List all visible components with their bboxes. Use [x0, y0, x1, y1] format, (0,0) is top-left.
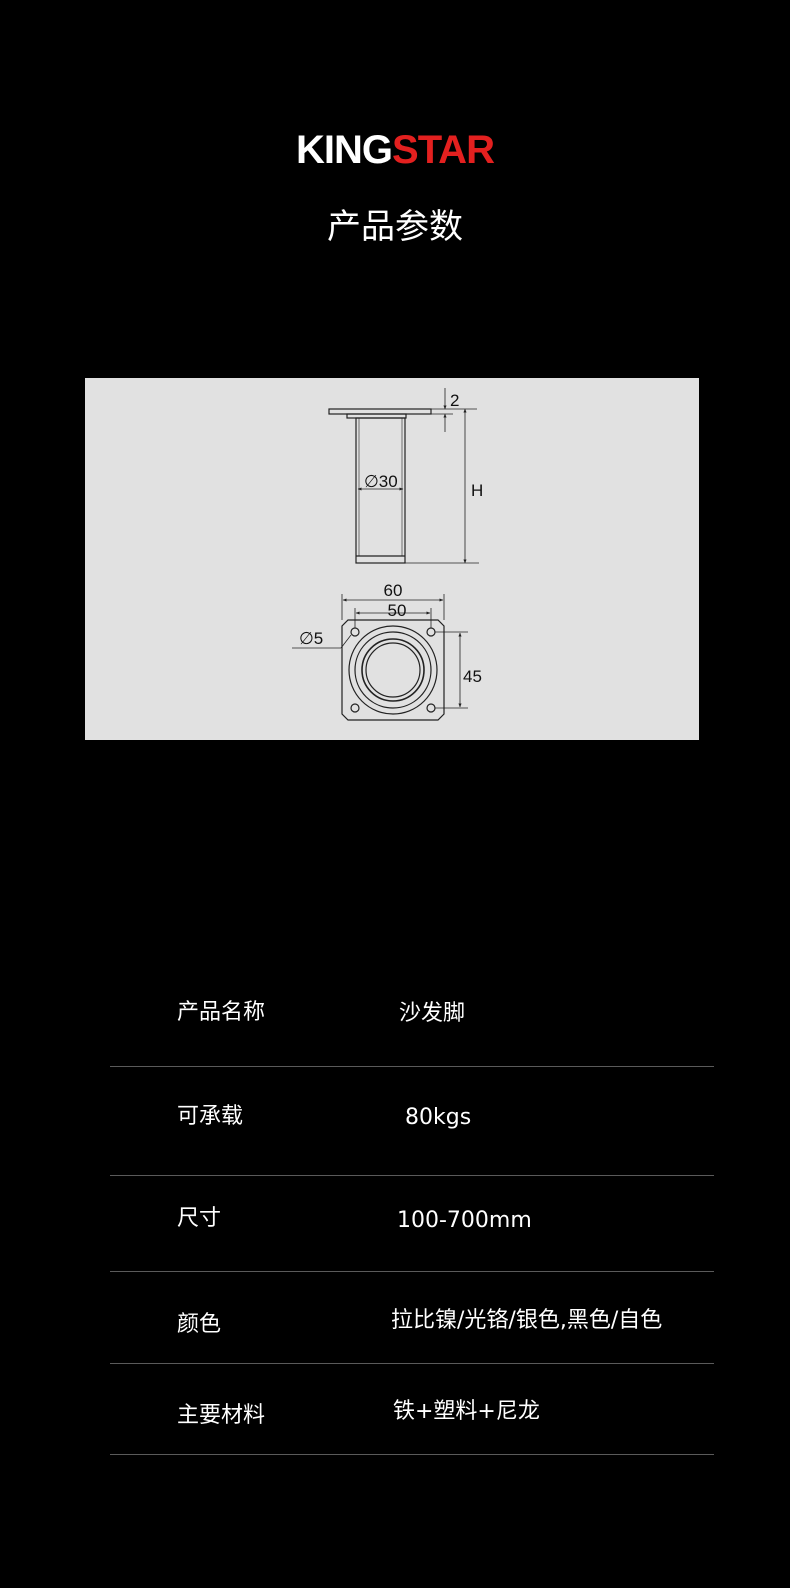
spec-value: 80kgs — [405, 1105, 472, 1130]
label-hole-spacing: 50 — [388, 601, 407, 620]
plan-view-hole — [426, 627, 436, 637]
spec-label: 主要材料 — [177, 1403, 266, 1428]
side-view-top-plate — [328, 408, 432, 415]
spec-row-product-name: 产品名称 沙发脚 — [110, 965, 714, 1067]
label-hole-diameter: ∅5 — [299, 629, 323, 648]
plan-view-outer-ring — [348, 625, 438, 715]
plan-view-hole — [350, 703, 360, 713]
spec-row-main-material: 主要材料 铁+塑料+尼龙 — [110, 1364, 714, 1455]
label-tube-diameter: ∅30 — [364, 472, 398, 491]
spec-label: 尺寸 — [177, 1206, 222, 1231]
label-hole-spacing-vertical: 45 — [463, 667, 482, 686]
spec-row-color: 颜色 拉比镍/光铬/银色,黑色/自色 — [110, 1272, 714, 1364]
brand-logo-part-star: STAR — [392, 128, 495, 172]
page-title: 产品参数 — [327, 207, 463, 247]
technical-drawing: 2 ∅30 H 60 50 ∅5 45 — [292, 388, 483, 721]
plan-view-base-plate — [341, 619, 445, 721]
plan-view-hole — [350, 627, 360, 637]
spec-value: 100-700mm — [397, 1208, 532, 1233]
label-plate-width: 60 — [384, 581, 403, 600]
brand-logo: KINGSTAR — [0, 128, 790, 172]
spec-label: 可承载 — [177, 1104, 244, 1129]
brand-logo-part-king: KING — [296, 128, 393, 172]
side-view-tube — [355, 417, 406, 564]
technical-drawing-panel: 2 ∅30 H 60 50 ∅5 45 — [85, 378, 699, 740]
plan-view-hole — [426, 703, 436, 713]
spec-value: 拉比镍/光铬/银色,黑色/自色 — [391, 1308, 663, 1333]
spec-row-size: 尺寸 100-700mm — [110, 1176, 714, 1272]
spec-value: 沙发脚 — [399, 1001, 466, 1026]
spec-value: 铁+塑料+尼龙 — [393, 1399, 540, 1424]
label-height: H — [471, 481, 483, 500]
label-plate-thickness: 2 — [450, 391, 459, 410]
spec-row-load-capacity: 可承载 80kgs — [110, 1067, 714, 1176]
spec-label: 产品名称 — [177, 1000, 266, 1025]
side-view-collar — [346, 413, 407, 419]
spec-label: 颜色 — [177, 1312, 222, 1337]
